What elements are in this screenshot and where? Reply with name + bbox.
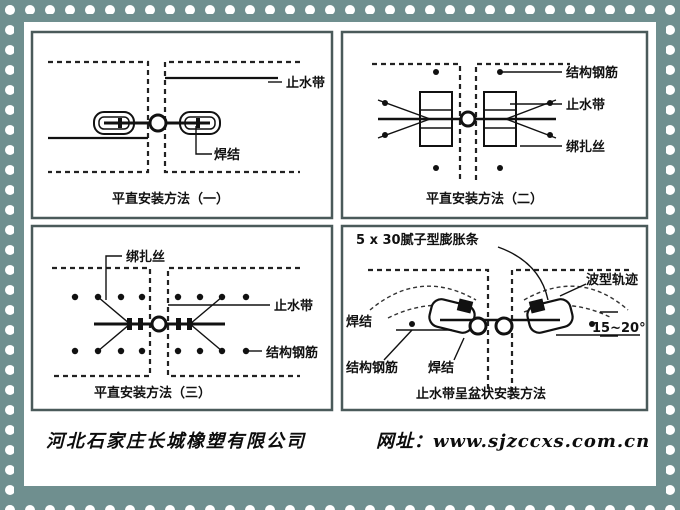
panel-1-frame [30, 30, 334, 220]
panel-4-frame [340, 224, 649, 412]
panel-4-label-expansion-strip: 5 x 30腻子型膨胀条 [356, 232, 480, 248]
panel-2-frame [340, 30, 649, 220]
panel-2-label-waterstop: 止水带 [566, 97, 605, 113]
panel-2-label-tie-wire: 绑扎丝 [566, 139, 605, 155]
panel-2-label-rebar: 结构钢筋 [566, 65, 618, 81]
panel-1-drawing [48, 60, 300, 174]
panel-3-label-tie-wire: 绑扎丝 [126, 249, 165, 265]
website-url: 网址：www.sjzccxs.com.cn [376, 431, 651, 452]
panel-4-caption: 止水带呈盆状安装方法 [416, 386, 546, 402]
panel-2-caption: 平直安装方法（二） [426, 191, 543, 207]
panel-4-label-weld-left: 焊结 [346, 314, 372, 330]
panel-3-drawing [52, 255, 300, 378]
panel-1-caption: 平直安装方法（一） [112, 191, 229, 207]
panel-3-label-rebar: 结构钢筋 [266, 345, 318, 361]
company-name: 河北石家庄长城橡塑有限公司 [46, 431, 306, 452]
panel-1-label-weld: 焊结 [214, 147, 240, 163]
panel-2-drawing [372, 62, 570, 180]
panel-4-drawing [368, 246, 640, 392]
panel-4-label-rebar: 结构钢筋 [346, 360, 398, 376]
panel-3-label-waterstop: 止水带 [274, 298, 313, 314]
panel-3-caption: 平直安装方法（三） [94, 385, 211, 401]
panel-3-frame [30, 224, 334, 412]
panel-4-label-weld-bottom: 焊结 [428, 360, 454, 376]
panel-4-label-wave-trace: 波型轨迹 [586, 272, 638, 288]
paper [24, 22, 656, 486]
panel-4-label-angle: 15~20° [592, 321, 646, 336]
panel-1-label-waterstop: 止水带 [286, 75, 325, 91]
